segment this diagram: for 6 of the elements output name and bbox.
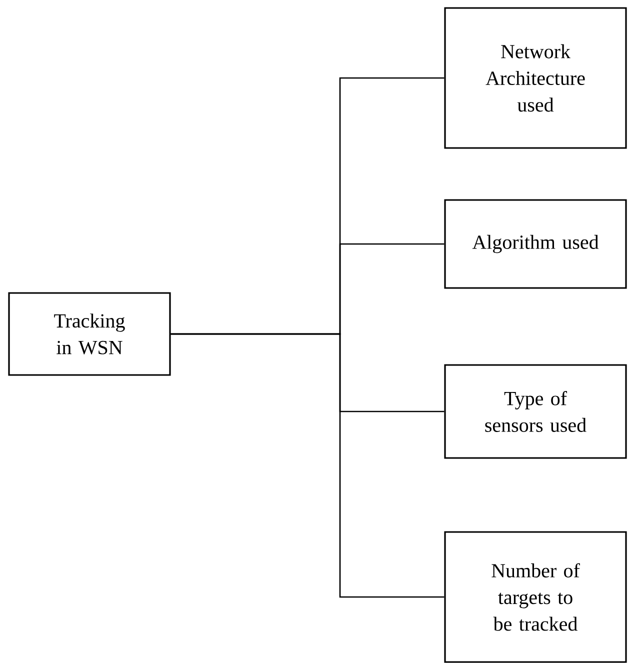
connector-line <box>170 333 444 598</box>
topic-box: Tracking in WSN <box>8 292 171 376</box>
category-box: Network Architecture used <box>444 7 627 149</box>
category-box: Algorithm used <box>444 199 627 289</box>
category-box: Number of targets to be tracked <box>444 531 627 663</box>
category-box: Type of sensors used <box>444 364 627 459</box>
